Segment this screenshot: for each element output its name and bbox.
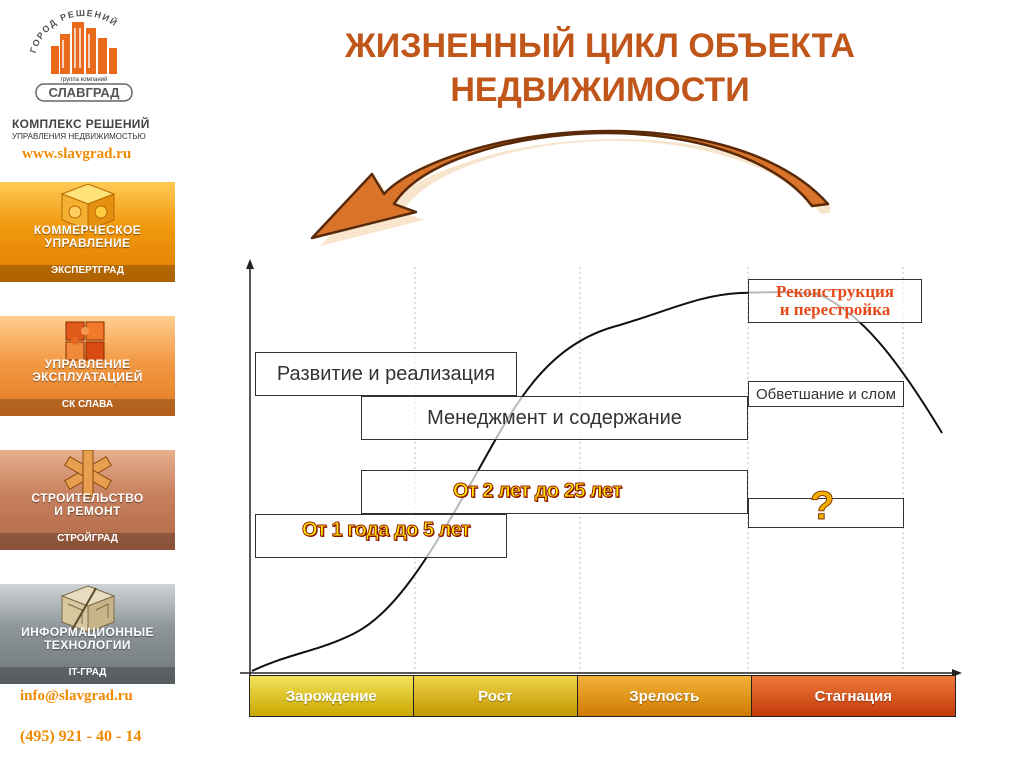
phase-growth: Рост [413, 676, 579, 716]
puzzle-cube-icon [65, 321, 105, 361]
page-title: ЖИЗНЕННЫЙ ЦИКЛ ОБЪЕКТА НЕДВИЖИМОСТИ [345, 27, 855, 109]
phase-maturity: Зрелость [578, 676, 752, 716]
phase-origin: Зарождение [250, 676, 414, 716]
website-link[interactable]: www.slavgrad.ru [22, 146, 132, 162]
short-range-label: От 1 года до 5 лет [301, 519, 471, 542]
phone-number: (495) 921 - 40 - 14 [20, 728, 142, 745]
phase-stagnation: Стагнация [751, 676, 955, 716]
wear-demolition-box: Обветшание и слом [748, 381, 904, 407]
y-axis-arrowhead [246, 259, 254, 269]
card-subtitle: ЭКСПЕРТГРАД [0, 265, 175, 282]
development-box: Развитие и реализация [255, 352, 517, 396]
card-title: КОММЕРЧЕСКОЕ УПРАВЛЕНИЕ [33, 223, 142, 250]
phase-bar: Зарождение Рост Зрелость Стагнация [249, 675, 956, 717]
cube-icon [60, 183, 116, 230]
card-operations-management[interactable]: УПРАВЛЕНИЕ ЭКСПЛУАТАЦИЕЙ СК СЛАВА [0, 316, 175, 416]
slavgrad-logo: ГОРОД РЕШЕНИЙ группа компаний СЛАВГРАД [28, 8, 133, 102]
card-construction-repair[interactable]: СТРОИТЕЛЬСТВО И РЕМОНТ СТРОЙГРАД [0, 450, 175, 550]
card-information-technology[interactable]: ИНФОРМАЦИОННЫЕ ТЕХНОЛОГИИ IT-ГРАД [0, 584, 175, 684]
short-range-box [255, 514, 507, 558]
management-box: Менеджмент и содержание [361, 396, 748, 440]
long-range-label: От 2 лет до 25 лет [453, 480, 623, 503]
logo-group: группа компаний [61, 76, 108, 83]
sidebar: ГОРОД РЕШЕНИЙ группа компаний СЛАВГРАД К… [0, 0, 178, 768]
maze-cube-icon [60, 585, 116, 632]
card-subtitle: СТРОЙГРАД [0, 533, 175, 550]
card-commercial-management[interactable]: КОММЕРЧЕСКОЕ УПРАВЛЕНИЕ ЭКСПЕРТГРАД [0, 182, 175, 282]
card-subtitle: СК СЛАВА [0, 399, 175, 416]
unknown-box [748, 498, 904, 528]
reconstruction-box: Реконструкция и перестройка [748, 279, 922, 323]
card-title: СТРОИТЕЛЬСТВО И РЕМОНТ [31, 491, 144, 518]
long-range-box [361, 470, 748, 514]
logo-name: СЛАВГРАД [49, 85, 121, 100]
brand-name: КОМПЛЕКС РЕШЕНИЙ [12, 117, 150, 131]
cycle-arrow-icon [310, 129, 830, 246]
question-mark: ? [809, 484, 835, 529]
brand-subtitle: УПРАВЛЕНИЯ НЕДВИЖИМОСТЬЮ [12, 132, 146, 141]
wooden-puzzle-icon [64, 450, 112, 497]
card-title: УПРАВЛЕНИЕ ЭКСПЛУАТАЦИЕЙ [32, 357, 143, 384]
card-title: ИНФОРМАЦИОННЫЕ ТЕХНОЛОГИИ [21, 625, 154, 652]
card-subtitle: IT-ГРАД [0, 667, 175, 684]
email-link[interactable]: info@slavgrad.ru [20, 688, 133, 704]
